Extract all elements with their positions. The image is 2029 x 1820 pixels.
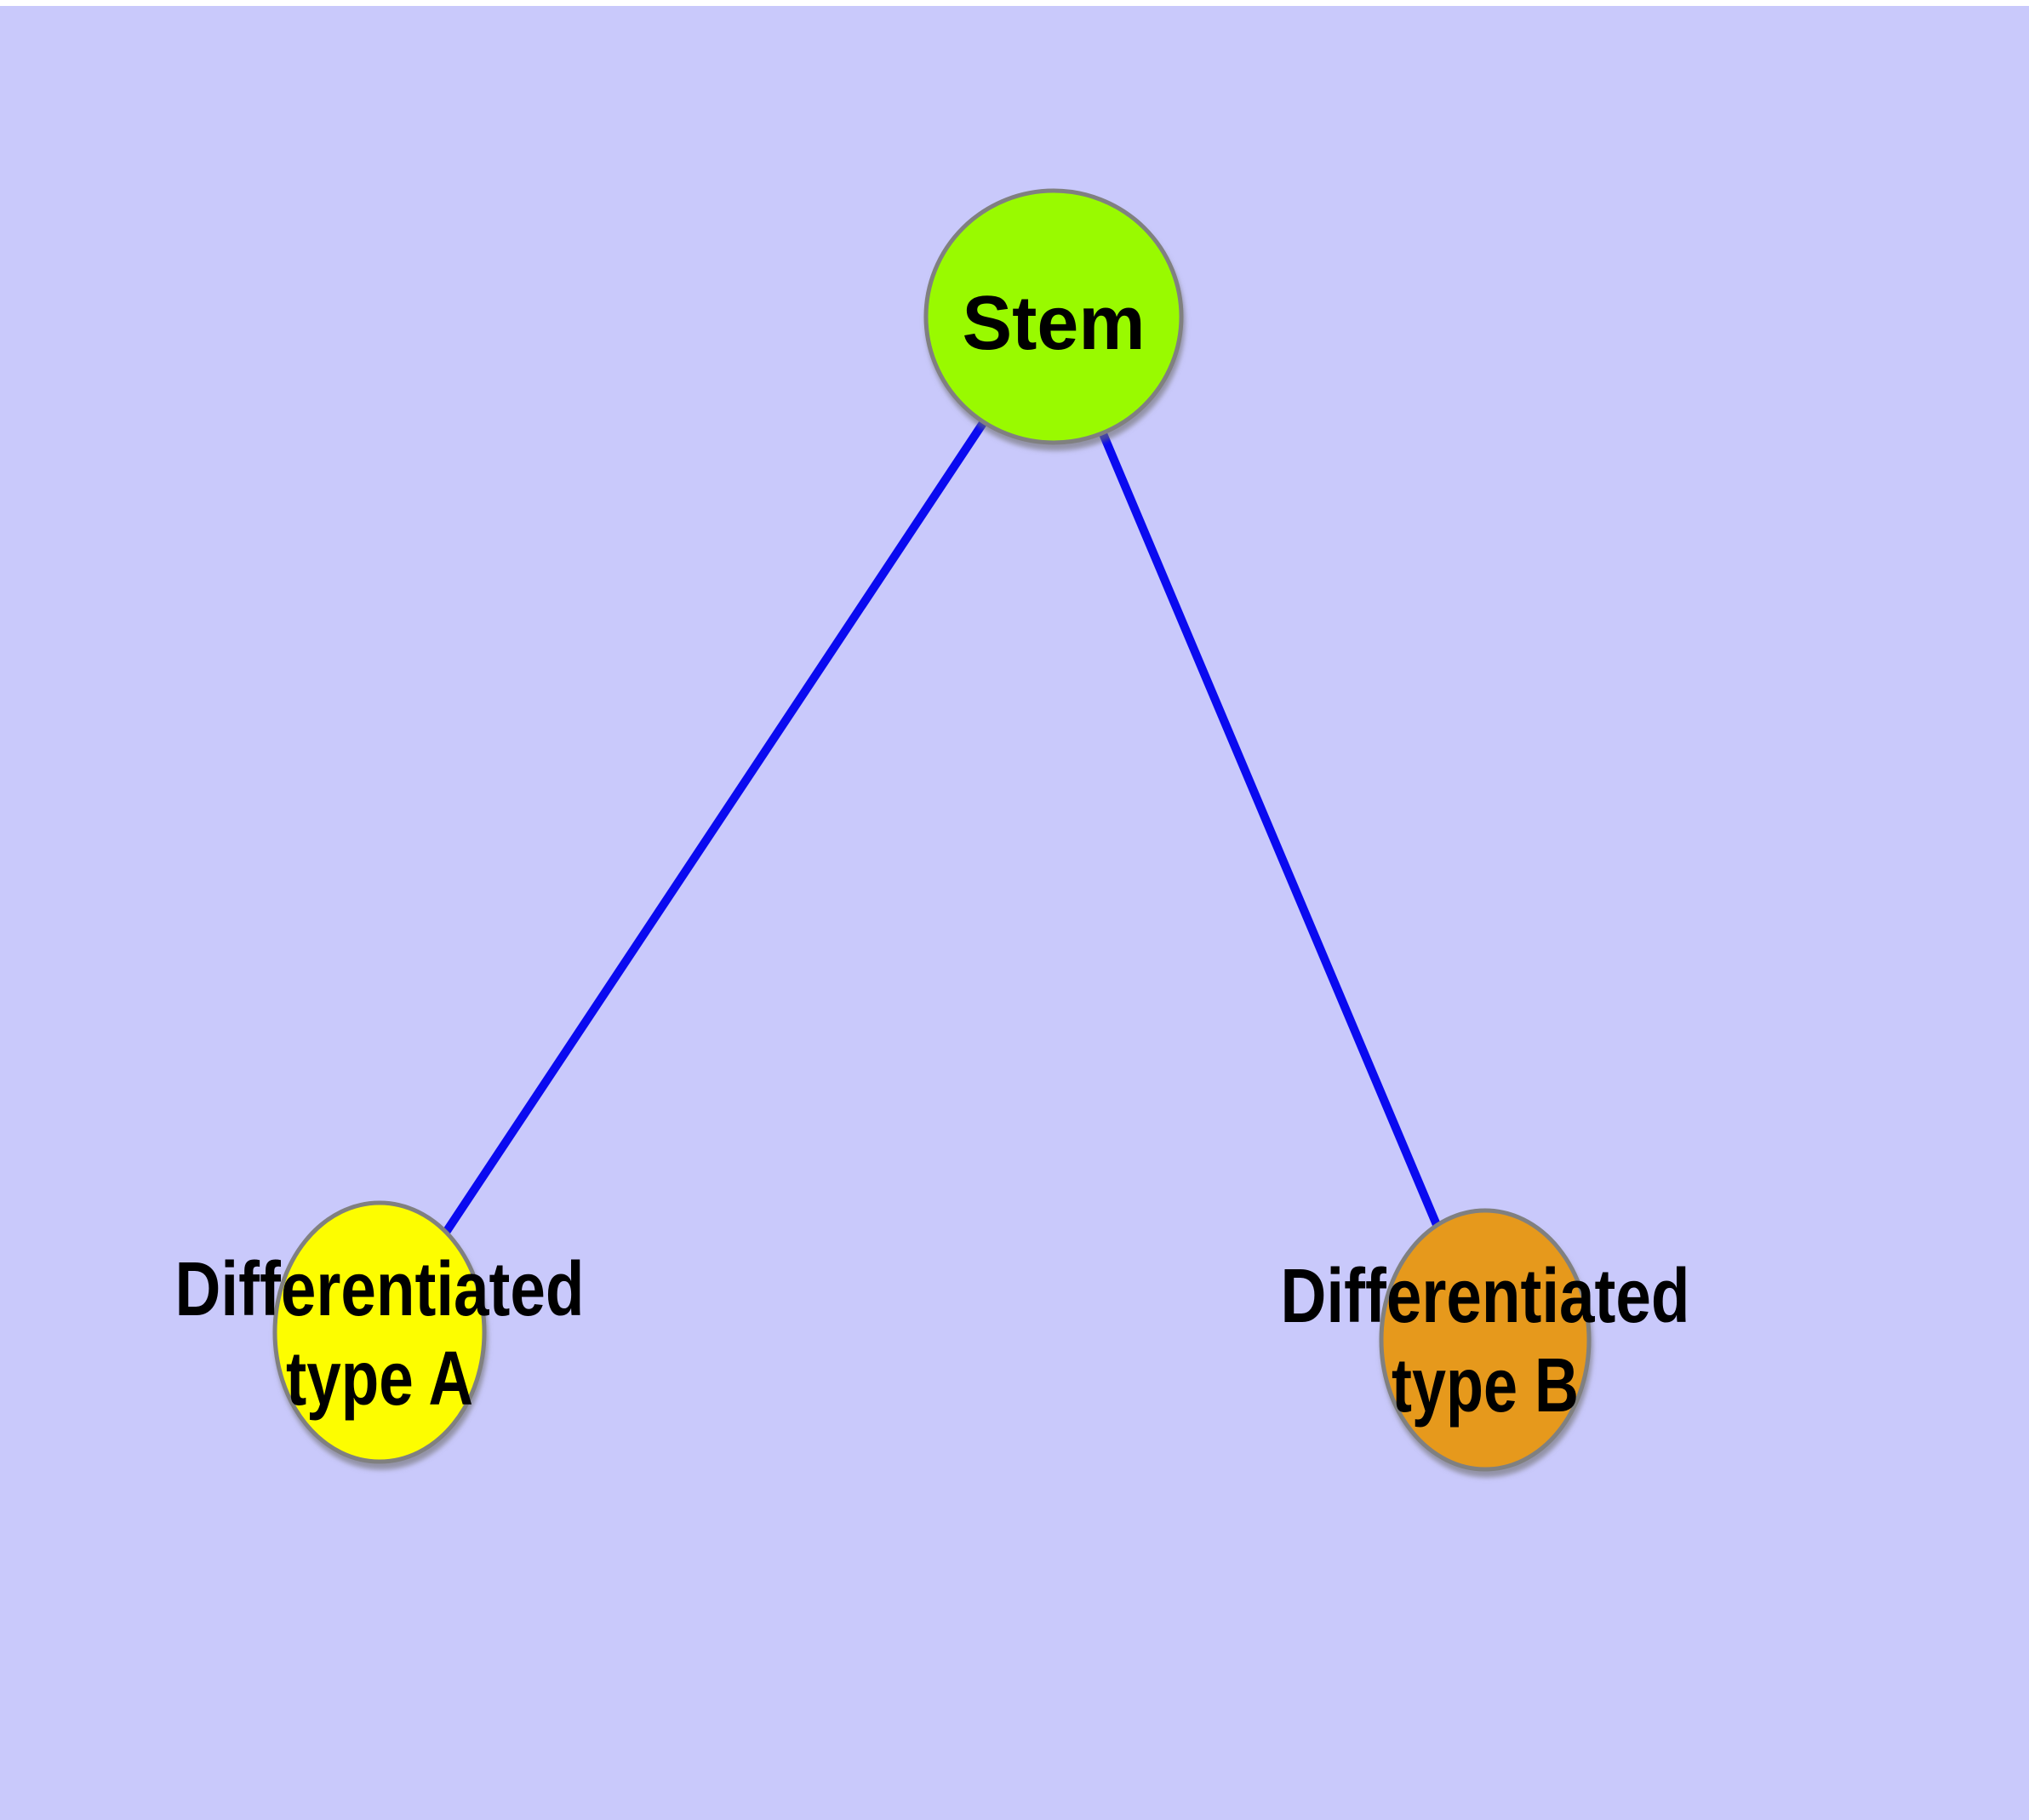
node-stem[interactable] xyxy=(923,188,1184,445)
node-type-b-label-line2: type B xyxy=(1392,1343,1579,1428)
label-layer: Stem Differentiated type A Differentiate… xyxy=(175,281,1690,1428)
node-type-b-label-line1: Differentiated xyxy=(1281,1254,1690,1339)
node-type-a-label-line2: type A xyxy=(286,1336,473,1422)
node-stem-label: Stem xyxy=(963,281,1146,366)
edge-layer xyxy=(375,314,1489,1342)
node-layer xyxy=(272,188,1592,1472)
node-differentiated-type-a[interactable] xyxy=(272,1200,487,1464)
edge-stem-to-type-a[interactable] xyxy=(375,314,1058,1335)
node-type-a-label-line1: Differentiated xyxy=(175,1247,585,1332)
edge-stem-to-type-b[interactable] xyxy=(1049,315,1489,1342)
node-differentiated-type-b[interactable] xyxy=(1379,1208,1592,1472)
